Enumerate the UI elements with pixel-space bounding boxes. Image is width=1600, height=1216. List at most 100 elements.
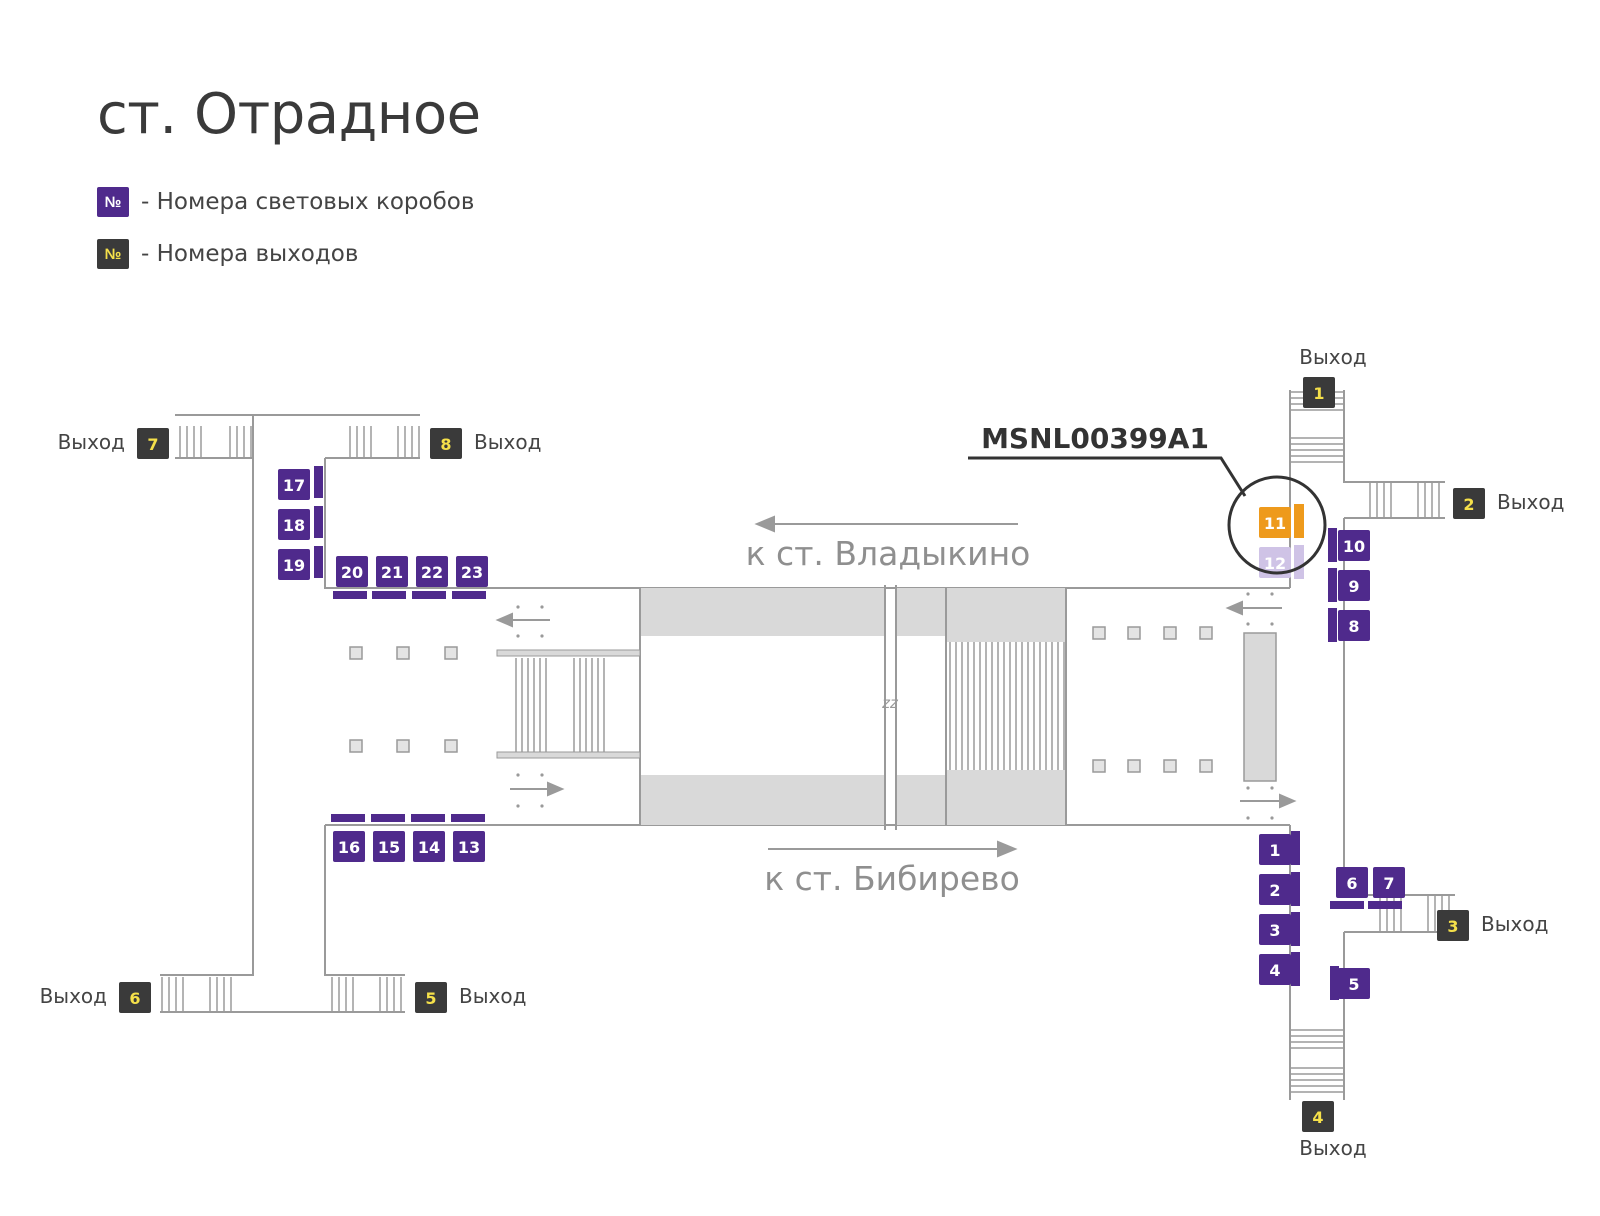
lightbox-8-number: 8 (1348, 617, 1359, 636)
lightbox-17: 17 (278, 469, 310, 500)
platform-area (496, 585, 1277, 830)
lightbox-3: 3 (1259, 914, 1291, 945)
lightbox-13-tile (453, 831, 485, 862)
lightbox-18-number: 18 (283, 516, 305, 535)
lightbox-13: 13 (453, 831, 485, 862)
exit-5: 5 Выход (415, 982, 526, 1013)
lightbox-10: 10 (1338, 530, 1370, 561)
exit-2-number: 2 (1463, 495, 1474, 514)
lightbox-21: 21 (376, 556, 408, 587)
lightbox-22-number: 22 (421, 563, 443, 582)
exit-4-tile (1302, 1101, 1334, 1132)
exit-7-label: Выход (58, 430, 125, 454)
direction-bottom-label: к ст. Бибирево (764, 859, 1020, 898)
lightbox-9: 9 (1338, 570, 1370, 601)
lightbox-5: 5 (1338, 968, 1370, 999)
lightbox-14-tile (413, 831, 445, 862)
exit-5-label: Выход (459, 984, 526, 1008)
lightbox-23-number: 23 (461, 563, 483, 582)
lightbox-1-tile (1259, 834, 1291, 865)
exit-2-label: Выход (1497, 490, 1564, 514)
legend-lightbox-row: № - Номера световых коробов (97, 187, 474, 217)
flow-dots (516, 592, 1274, 820)
lightbox-18: 18 (278, 509, 310, 540)
exit-4-number: 4 (1312, 1108, 1323, 1127)
lightbox-6-number: 6 (1346, 874, 1357, 893)
lightbox-14: 14 (413, 831, 445, 862)
lightbox-7-number: 7 (1383, 874, 1394, 893)
legend-lightbox-swatch: № (97, 187, 129, 217)
exit-8-label: Выход (474, 430, 541, 454)
lightbox-1: 1 (1259, 834, 1291, 865)
exit-4-label: Выход (1299, 1136, 1366, 1160)
lightbox-20-number: 20 (341, 563, 363, 582)
lightbox-5-number: 5 (1348, 975, 1359, 994)
exit-8: 8 Выход (430, 428, 541, 459)
exit-3-number: 3 (1447, 917, 1458, 936)
lightbox-17-number: 17 (283, 476, 305, 495)
lightbox-11: 11 (1259, 507, 1291, 538)
exit-5-number: 5 (425, 989, 436, 1008)
exit-2-tile (1453, 488, 1485, 519)
lightbox-14-number: 14 (418, 838, 440, 857)
lightbox-18-tile (278, 509, 310, 540)
lightbox-10-tile (1338, 530, 1370, 561)
lightbox-12-number: 12 (1264, 554, 1286, 573)
lightbox-4: 4 (1259, 954, 1291, 985)
lightbox-6: 6 (1336, 867, 1368, 898)
legend-exit-row: № - Номера выходов (97, 239, 358, 269)
lightbox-16-tile (333, 831, 365, 862)
lightbox-8-tile (1338, 610, 1370, 641)
lightbox-3-number: 3 (1269, 921, 1280, 940)
station-title: ст. Отрадное (97, 82, 481, 147)
legend-exit-swatch: № (97, 239, 129, 269)
lightbox-23: 23 (456, 556, 488, 587)
exit-3-tile (1437, 910, 1469, 941)
lightbox-16-number: 16 (338, 838, 360, 857)
lightbox-19-tile (278, 549, 310, 580)
lightbox-9-number: 9 (1348, 577, 1359, 596)
lightbox-22-tile (416, 556, 448, 587)
lightbox-7: 7 (1373, 867, 1405, 898)
lightbox-19-number: 19 (283, 556, 305, 575)
lightbox-4-number: 4 (1269, 961, 1280, 980)
lightbox-2-number: 2 (1269, 881, 1280, 900)
exit-8-tile (430, 428, 462, 459)
flow-arrows (495, 600, 1297, 809)
lightbox-20-tile (336, 556, 368, 587)
break-mark: zz (881, 694, 899, 712)
lightbox-9-tile (1338, 570, 1370, 601)
lightbox-21-number: 21 (381, 563, 403, 582)
exit-1-number: 1 (1313, 384, 1324, 403)
lightbox-12-tile (1259, 547, 1291, 578)
lightbox-2: 2 (1259, 874, 1291, 905)
lightbox-1-number: 1 (1269, 841, 1280, 860)
columns-group (349, 626, 1213, 773)
exit-5-tile (415, 982, 447, 1013)
lightbox-17-tile (278, 469, 310, 500)
lightbox-6-tile (1336, 867, 1368, 898)
lightbox-7-tile (1373, 867, 1405, 898)
lightbox-15-number: 15 (378, 838, 400, 857)
lightbox-23-tile (456, 556, 488, 587)
lightbox-20: 20 (336, 556, 368, 587)
lightbox-5-tile (1338, 968, 1370, 999)
legend-lightbox-label: - Номера световых коробов (141, 189, 475, 215)
lightbox-15: 15 (373, 831, 405, 862)
lightbox-11-tile (1259, 507, 1291, 538)
exit-7-tile (137, 428, 169, 459)
lightbox-22: 22 (416, 556, 448, 587)
exit-6-tile (119, 982, 151, 1013)
lightbox-15-tile (373, 831, 405, 862)
exit-8-number: 8 (440, 435, 451, 454)
lightbox-2-tile (1259, 874, 1291, 905)
direction-top-label: к ст. Владыкино (746, 534, 1031, 573)
direction-arrows (754, 515, 1018, 858)
lightbox-3-tile (1259, 914, 1291, 945)
